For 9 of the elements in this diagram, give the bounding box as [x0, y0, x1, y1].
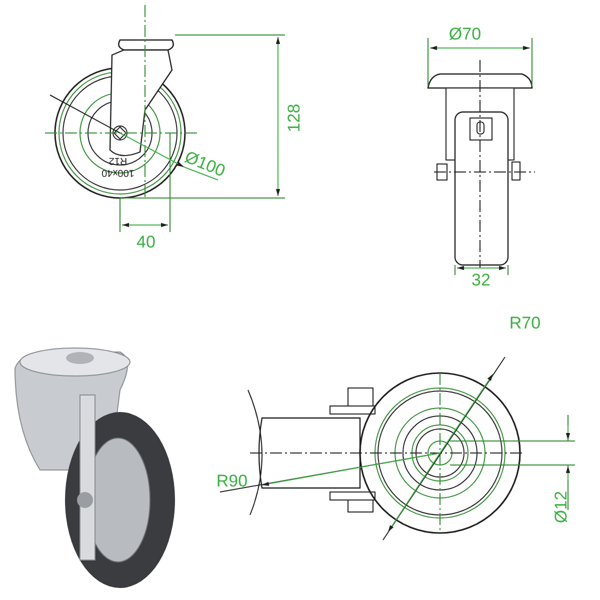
- part-marking: 100x40: [102, 167, 134, 177]
- dimension-label: 40: [136, 234, 156, 250]
- dimension-label: Ø100: [182, 148, 228, 180]
- dimension-label: R70: [509, 314, 541, 332]
- dimension-label: 128: [286, 104, 302, 132]
- dimension-label: Ø12: [552, 490, 570, 524]
- dimension-label: Ø70: [448, 26, 482, 42]
- dimension-label: R90: [216, 472, 248, 490]
- dimension-label: 32: [472, 272, 490, 288]
